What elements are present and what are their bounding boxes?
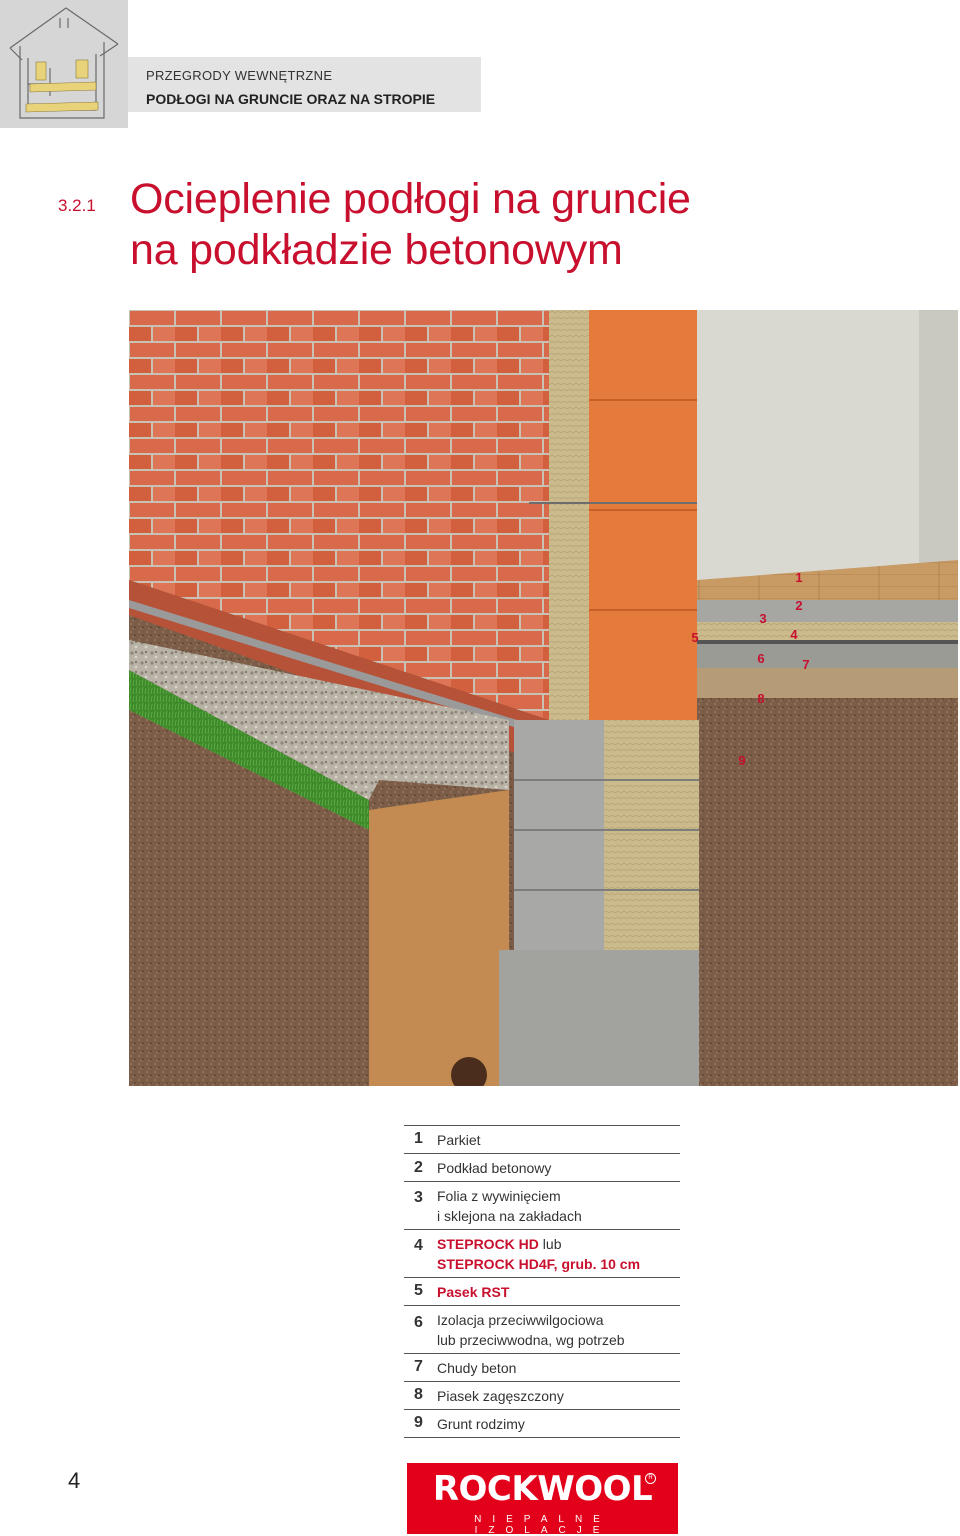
section-number: 3.2.1 (58, 196, 96, 215)
legend-item: 8 Piasek zagęszczony (404, 1381, 680, 1409)
section-label: PRZEGRODY WEWNĘTRZNE (146, 68, 333, 83)
callout-9: 9 (738, 753, 746, 768)
legend-text-line: Folia z wywinięciem (437, 1188, 561, 1204)
product-name: STEPROCK HD4F, grub. 10 cm (437, 1256, 641, 1272)
legend: 1 Parkiet 2 Podkład betonowy 3 Folia z w… (404, 1125, 680, 1438)
callout-8: 8 (757, 691, 765, 706)
legend-text: Podkład betonowy (437, 1160, 552, 1176)
callout-7: 7 (802, 657, 810, 672)
legend-text-line: STEPROCK HD lub (437, 1234, 680, 1254)
legend-text: Izolacja przeciwwilgociowa lub przeciwwo… (437, 1306, 680, 1353)
page-title-line-1: Ocieplenie podłogi na gruncie (130, 175, 691, 223)
legend-text: Folia z wywinięciem i sklejona na zakład… (437, 1182, 680, 1229)
legend-item: 7 Chudy beton (404, 1353, 680, 1381)
callout-1: 1 (795, 570, 803, 585)
legend-text: Piasek zagęszczony (437, 1388, 564, 1404)
legend-text-line: Izolacja przeciwwilgociowa (437, 1312, 604, 1328)
callout-2: 2 (795, 598, 803, 613)
legend-text-line: i sklejona na zakładach (437, 1208, 582, 1224)
legend-number: 2 (414, 1159, 423, 1176)
callout-6: 6 (757, 651, 765, 666)
legend-item: 6 Izolacja przeciwwilgociowa lub przeciw… (404, 1305, 680, 1353)
legend-text-line: lub przeciwwodna, wg potrzeb (437, 1332, 625, 1348)
legend-text: STEPROCK HD lub STEPROCK HD4F, grub. 10 … (437, 1230, 680, 1277)
logo-wordmark: ROCKWOOL (432, 1469, 653, 1509)
legend-number: 8 (414, 1386, 423, 1403)
product-name: STEPROCK HD (437, 1236, 539, 1252)
rockwool-logo: ROCKWOOL R NIEPALNE IZOLACJE (407, 1463, 678, 1536)
legend-item: 9 Grunt rodzimy (404, 1409, 680, 1438)
callout-5: 5 (691, 630, 699, 645)
registered-mark-icon: R (645, 1473, 656, 1484)
legend-number: 3 (414, 1189, 423, 1206)
page-number: 4 (68, 1468, 81, 1493)
legend-number: 7 (414, 1358, 423, 1375)
legend-number: 5 (414, 1282, 423, 1299)
legend-number: 6 (414, 1314, 423, 1331)
logo-tagline: NIEPALNE IZOLACJE (474, 1514, 611, 1536)
legend-number: 9 (414, 1414, 423, 1431)
callout-4: 4 (790, 627, 798, 642)
legend-connector: lub (538, 1236, 562, 1252)
legend-item: 1 Parkiet (404, 1125, 680, 1153)
product-name: Pasek RST (437, 1284, 510, 1300)
legend-text: Chudy beton (437, 1360, 517, 1376)
house-section-thumbnail (0, 0, 128, 128)
header-band (128, 57, 481, 112)
legend-text: Grunt rodzimy (437, 1416, 525, 1432)
page-title-line-2: na podkładzie betonowym (130, 226, 623, 274)
legend-item: 2 Podkład betonowy (404, 1153, 680, 1181)
legend-text: Parkiet (437, 1132, 481, 1148)
floor-section-illustration: 1 2 3 4 5 6 7 8 9 (129, 310, 958, 1086)
section-title: PODŁOGI NA GRUNCIE ORAZ NA STROPIE (146, 91, 436, 107)
legend-number: 4 (414, 1237, 423, 1254)
legend-item: 5 Pasek RST (404, 1277, 680, 1305)
legend-number: 1 (414, 1130, 423, 1147)
legend-item: 4 STEPROCK HD lub STEPROCK HD4F, grub. 1… (404, 1229, 680, 1277)
callout-3: 3 (759, 611, 767, 626)
legend-item: 3 Folia z wywinięciem i sklejona na zakł… (404, 1181, 680, 1229)
page-title: Ocieplenie podłogi na gruncie na podkład… (130, 174, 930, 276)
